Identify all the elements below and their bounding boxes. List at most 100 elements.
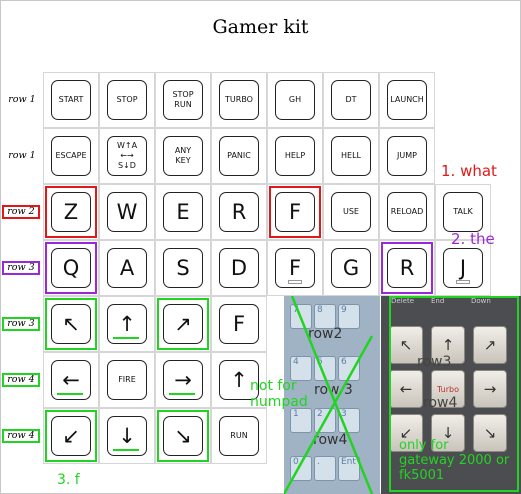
key-↘[interactable]: ↘: [163, 416, 203, 456]
key-reload[interactable]: RELOAD: [387, 192, 427, 232]
keypad-row-label: row3: [417, 354, 452, 370]
highlight-box: [269, 186, 321, 238]
key-label: ↑: [230, 368, 248, 392]
key-q[interactable]: Q: [51, 248, 91, 288]
numpad-row-label: row4: [313, 432, 348, 448]
highlight-box: [381, 242, 433, 294]
cross-out-mark: [284, 296, 374, 494]
annotation-f: 3. f: [57, 472, 80, 488]
key-label: G: [342, 256, 360, 280]
key-s[interactable]: S: [163, 248, 203, 288]
page-title: Gamer kit: [212, 16, 309, 38]
row-label: row 1: [8, 94, 36, 105]
key-jump[interactable]: JUMP: [387, 136, 427, 176]
key-stop[interactable]: STOP: [107, 80, 147, 120]
key-↗[interactable]: ↗: [163, 304, 203, 344]
key-↖[interactable]: ↖: [51, 304, 91, 344]
keypad-key: →: [473, 370, 507, 408]
row-label-highlighted: row 2: [2, 205, 40, 219]
key-label: →: [174, 368, 192, 392]
annotation-only-for: only for gateway 2000 or fk5001: [399, 438, 510, 483]
key-turbo[interactable]: TURBO: [219, 80, 259, 120]
keypad-key: ↗: [473, 326, 507, 364]
key-label: F: [288, 200, 302, 224]
key-use[interactable]: USE: [331, 192, 371, 232]
keypad-row-label: row4: [423, 395, 458, 411]
key-a[interactable]: A: [107, 248, 147, 288]
highlight-box: [45, 242, 97, 294]
key-fire[interactable]: FIRE: [107, 360, 147, 400]
key-start[interactable]: START: [51, 80, 91, 120]
cross-line: [284, 335, 374, 494]
keypad-key: ←: [389, 370, 423, 408]
key-label: HELP: [284, 151, 306, 160]
key-talk[interactable]: TALK: [443, 192, 483, 232]
key-label: F: [288, 256, 302, 280]
key-j[interactable]: J: [443, 248, 483, 288]
key-label: ↙: [62, 424, 80, 448]
numpad-key: 4: [290, 356, 312, 381]
key-any-key[interactable]: ANY KEY: [163, 136, 203, 176]
key-label: HELL: [341, 151, 361, 160]
key-label: ↖: [62, 312, 80, 336]
key-w[interactable]: W: [107, 192, 147, 232]
keypad-highlight-box: [389, 296, 519, 492]
key-label: RUN: [230, 431, 248, 440]
key-gh[interactable]: GH: [275, 80, 315, 120]
key-escape[interactable]: ESCAPE: [51, 136, 91, 176]
key-label: STOP RUN: [172, 90, 194, 109]
key-run[interactable]: RUN: [219, 416, 259, 456]
key-label: TALK: [453, 207, 473, 216]
key-↙[interactable]: ↙: [51, 416, 91, 456]
annotation-the: 2. the: [451, 230, 495, 248]
key-g[interactable]: G: [331, 248, 371, 288]
key-help[interactable]: HELP: [275, 136, 315, 176]
key-dt[interactable]: DT: [331, 80, 371, 120]
key-label: LAUNCH: [390, 95, 424, 104]
keypad-key: ↘: [473, 414, 507, 452]
green-underline: [169, 393, 195, 395]
key-label: E: [176, 200, 190, 224]
highlight-box: [45, 186, 97, 238]
key-launch[interactable]: LAUNCH: [387, 80, 427, 120]
highlight-box: [157, 410, 209, 462]
key-label: Q: [62, 256, 80, 280]
numpad-key: 1: [290, 408, 312, 433]
key-label: ↓: [118, 424, 136, 448]
keypad-top-label: Down: [471, 297, 491, 305]
key-label: ←: [62, 368, 80, 392]
annotation-not-for-numpad: not for numpad: [250, 378, 308, 410]
key-label: DT: [345, 95, 357, 104]
key-label: ↑: [118, 312, 136, 336]
key-↑[interactable]: ↑: [219, 360, 259, 400]
row-label-highlighted: row 3: [2, 261, 40, 275]
key-label: ESCAPE: [55, 151, 87, 160]
key-e[interactable]: E: [163, 192, 203, 232]
key-r[interactable]: R: [219, 192, 259, 232]
key-stop-run[interactable]: STOP RUN: [163, 80, 203, 120]
key-label: TURBO: [225, 95, 253, 104]
cross-line: [290, 296, 374, 494]
numpad-key: 8: [314, 304, 336, 329]
key-hell[interactable]: HELL: [331, 136, 371, 176]
key-label: JUMP: [397, 151, 417, 160]
green-underline: [113, 449, 139, 451]
key-w↑a-←→-s↓d[interactable]: W↑A ←→ S↓D: [107, 136, 147, 176]
key-label: RELOAD: [390, 207, 424, 216]
key-label: R: [399, 256, 415, 280]
key-d[interactable]: D: [219, 248, 259, 288]
key-label: R: [231, 200, 247, 224]
key-z[interactable]: Z: [51, 192, 91, 232]
keypad-key: ↑: [431, 326, 465, 364]
key-panic[interactable]: PANIC: [219, 136, 259, 176]
key-r[interactable]: R: [387, 248, 427, 288]
key-f[interactable]: F: [275, 192, 315, 232]
key-nub: [456, 280, 470, 284]
key-label: F: [232, 312, 246, 336]
keypad-top-label: End: [431, 297, 445, 305]
key-f[interactable]: F: [219, 304, 259, 344]
key-label: STOP: [116, 95, 138, 104]
key-label: Z: [63, 200, 79, 224]
key-f[interactable]: F: [275, 248, 315, 288]
row-label-highlighted: row 3: [2, 317, 40, 331]
